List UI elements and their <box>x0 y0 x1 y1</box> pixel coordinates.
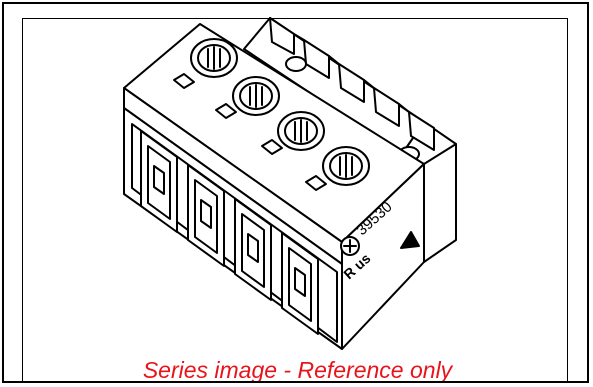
screw-hole-3 <box>277 111 325 151</box>
wire-entry-4 <box>281 232 319 335</box>
rear-flange <box>243 17 457 205</box>
screw-hole-4 <box>322 146 370 186</box>
screw-hole-1 <box>190 38 238 78</box>
wire-entry-3 <box>234 198 272 301</box>
image-frame: 39530 R us Series image - Reference only <box>2 2 589 383</box>
front-face <box>123 107 343 350</box>
side-face <box>341 143 457 350</box>
wire-entry-2 <box>187 164 225 267</box>
screw-holes <box>190 38 370 186</box>
series-image-caption: Series image - Reference only <box>142 357 453 383</box>
terminal-block-plug-connector-icon: 39530 R us <box>123 17 457 350</box>
test-slots <box>173 73 327 191</box>
wire-entry-1 <box>140 130 178 233</box>
screw-hole-2 <box>232 76 280 116</box>
